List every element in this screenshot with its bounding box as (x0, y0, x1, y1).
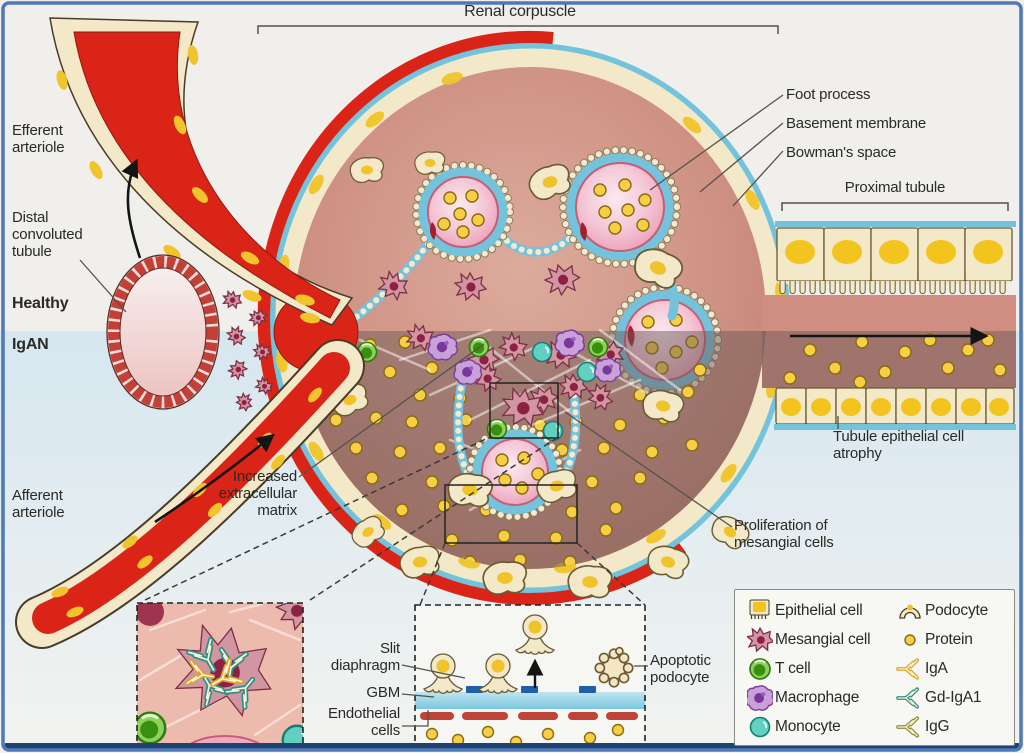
legend-item: IgA (895, 654, 1005, 683)
leader-lines (79, 94, 839, 727)
distal-convoluted-tubule-shape (106, 254, 220, 410)
efferent-arteriole-vessel (49, 17, 354, 326)
igg-antibody-icon (895, 714, 925, 740)
endothelial-crescent (627, 325, 635, 347)
efferent-flow-arrow (121, 158, 142, 259)
legend-column-cells: Epithelial cell Mesangial cell T cell Ma… (745, 596, 895, 741)
protein-dots (437, 189, 485, 239)
t-cell (137, 711, 167, 745)
monocyte-icon (745, 714, 775, 740)
tubule-lumen-igan-wash (762, 331, 1016, 388)
legend-item-label: Mesangial cell (775, 630, 871, 648)
capsule-outer-red-rim (257, 30, 687, 605)
label-slit-diaphragm: Slit diaphragm (330, 640, 400, 674)
legend-item-label: IgA (925, 659, 948, 677)
label-afferent-arteriole: Afferent arteriole (12, 487, 65, 521)
legend-item-label: IgG (925, 717, 950, 735)
legend-item-label: Macrophage (775, 688, 860, 706)
endothelial-crescent (580, 222, 587, 241)
legend-item-label: Monocyte (775, 717, 841, 735)
tubule-basement-bottom (774, 424, 1016, 430)
label-gbm: GBM (366, 684, 400, 701)
microvilli-brush-border (778, 281, 1012, 295)
inset-mesangial-deposits (136, 602, 304, 747)
zoom-region-mesangial (489, 382, 559, 439)
label-proliferation-of-mesangial-cells: Proliferation of mesangial cells (734, 517, 834, 551)
legend-item-label: Podocyte (925, 601, 989, 619)
capillary-loop (412, 161, 514, 263)
gd-iga1-antibody-icon (895, 685, 925, 711)
label-foot-process: Foot process (786, 86, 871, 103)
inset-connector-lines (144, 436, 646, 606)
renal-corpuscle-bracket (257, 25, 779, 34)
legend-column-molecules: Podocyte Protein IgA Gd-IgA1 IgG (895, 596, 1005, 741)
atrophied-tubule-epithelial-cells (775, 387, 1015, 425)
mesangial-cell-icon (745, 627, 775, 653)
inset-filtration-barrier (414, 604, 646, 749)
legend-item: IgG (895, 712, 1005, 741)
legend-item-label: Epithelial cell (775, 601, 863, 619)
label-proximal-tubule: Proximal tubule (844, 179, 946, 196)
tubule-basement-top (775, 221, 1016, 227)
legend-item: T cell (745, 654, 895, 683)
legend-item-label: Protein (925, 630, 973, 648)
podocyte-icon (895, 598, 925, 624)
label-endothelial-cells: Endothelial cells (327, 705, 400, 739)
label-distal-convoluted-tubule: Distal convoluted tubule (12, 209, 83, 260)
label-basement-membrane: Basement membrane (786, 115, 927, 132)
legend-item: Podocyte (895, 596, 1005, 625)
legend-item-label: Gd-IgA1 (925, 688, 982, 706)
zoom-region-filtration-barrier (444, 484, 578, 544)
healthy-tubule-epithelial-cells (776, 227, 1013, 295)
endothelial-crescent (429, 222, 437, 240)
legend-item: Epithelial cell (745, 596, 895, 625)
protein-icon (895, 627, 925, 653)
capillary-loop (559, 146, 681, 268)
legend-item: Monocyte (745, 712, 895, 741)
iga-antibody-icon (895, 656, 925, 682)
label-increased-extracellular-matrix: Increased extracellular matrix (218, 468, 297, 519)
epithelial-cell-icon (745, 598, 775, 624)
legend-item: Gd-IgA1 (895, 683, 1005, 712)
t-cell-icon (745, 656, 775, 682)
protein-dots (593, 178, 652, 235)
protein-dots (425, 723, 625, 748)
protein-dots (495, 451, 545, 495)
legend-item: Protein (895, 625, 1005, 654)
afferent-arteriole-vessel (15, 339, 365, 649)
legend-item: Mesangial cell (745, 625, 895, 654)
label-tubule-epithelial-cell-atrophy: Tubule epithelial cell atrophy (833, 428, 964, 462)
frame-bottom-bar (5, 743, 1019, 749)
afferent-flow-arrow (154, 433, 275, 524)
legend: Epithelial cell Mesangial cell T cell Ma… (734, 589, 1015, 746)
mesangial-cell (137, 603, 164, 626)
legend-item: Macrophage (745, 683, 895, 712)
legend-item-label: T cell (775, 659, 811, 677)
gbm-band (415, 692, 645, 709)
label-igan: IgAN (12, 336, 49, 353)
macrophage-icon (745, 684, 775, 711)
endothelial-cell-marks (420, 712, 638, 720)
label-efferent-arteriole: Efferent arteriole (12, 122, 65, 156)
label-renal-corpuscle: Renal corpuscle (464, 3, 576, 20)
label-healthy: Healthy (12, 295, 69, 312)
label-apoptotic-podocyte: Apoptotic podocyte (650, 652, 711, 686)
label-bowmans-space: Bowman's space (786, 144, 897, 161)
slit-diaphragm-marks (466, 686, 596, 693)
proximal-tubule-shape (762, 221, 1016, 430)
vessel-wall-nuclei (56, 45, 320, 324)
proximal-tubule-bracket (781, 202, 1009, 211)
